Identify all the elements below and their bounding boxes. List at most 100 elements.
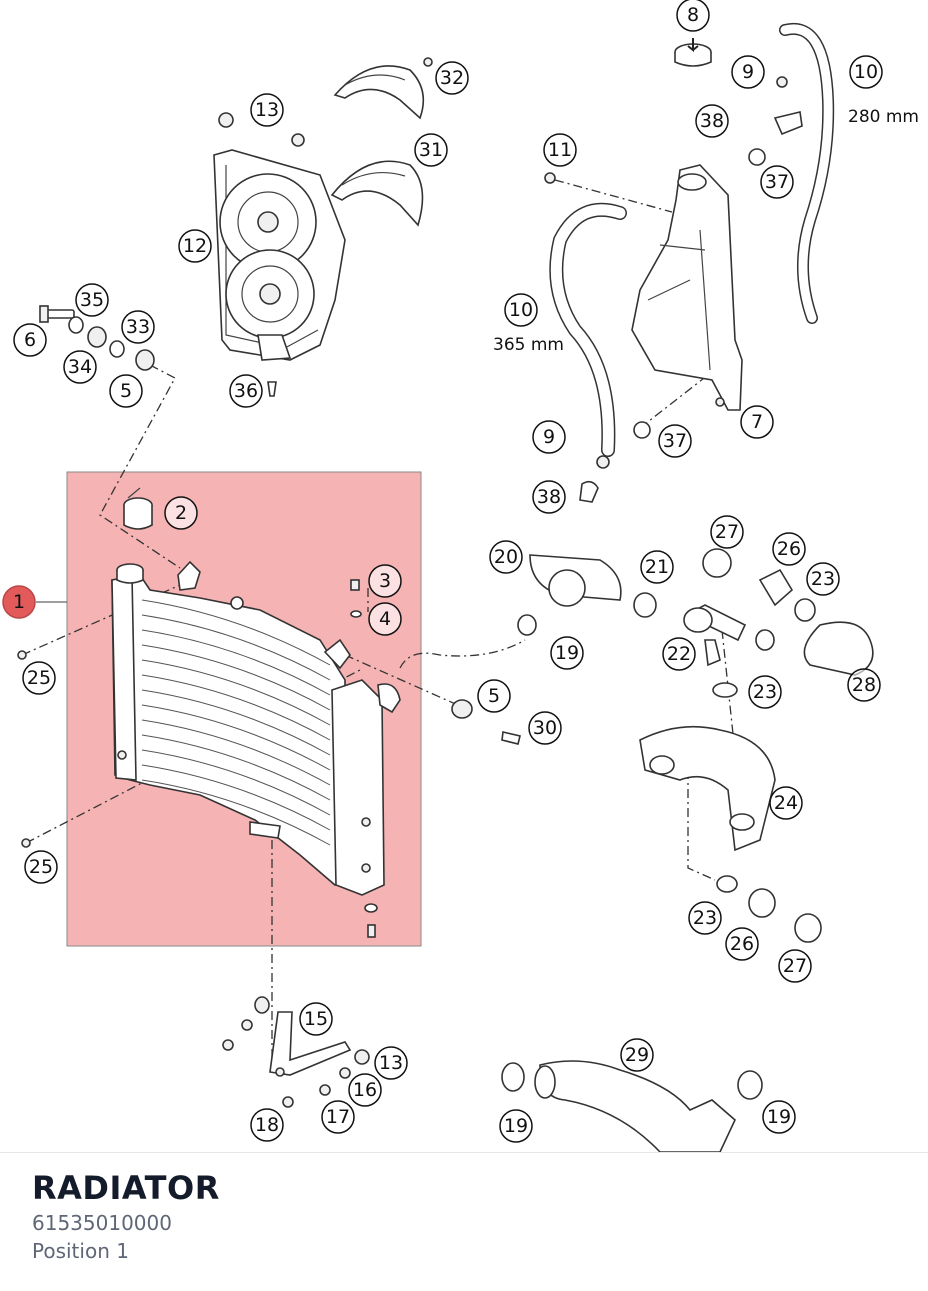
callout-9[interactable]: 9 bbox=[532, 420, 566, 454]
callout-circle bbox=[847, 668, 881, 702]
callout-13[interactable]: 13 bbox=[250, 93, 284, 127]
callout-25[interactable]: 25 bbox=[24, 850, 58, 884]
callout-15[interactable]: 15 bbox=[299, 1002, 333, 1036]
callout-7[interactable]: 7 bbox=[740, 405, 774, 439]
callout-30[interactable]: 30 bbox=[528, 711, 562, 745]
callout-19[interactable]: 19 bbox=[550, 636, 584, 670]
callout-24[interactable]: 24 bbox=[769, 786, 803, 820]
callout-37[interactable]: 37 bbox=[658, 424, 692, 458]
callout-circle bbox=[778, 949, 812, 983]
callout-number: 38 bbox=[700, 110, 724, 132]
callout-34[interactable]: 34 bbox=[63, 350, 97, 384]
callout-23[interactable]: 23 bbox=[688, 901, 722, 935]
callout-29[interactable]: 29 bbox=[620, 1038, 654, 1072]
callout-23[interactable]: 23 bbox=[806, 562, 840, 596]
fan-cover-bottom-part[interactable] bbox=[330, 160, 424, 227]
callout-22[interactable]: 22 bbox=[662, 637, 696, 671]
callout-37[interactable]: 37 bbox=[760, 165, 794, 199]
callout-26[interactable]: 26 bbox=[725, 927, 759, 961]
callout-number: 23 bbox=[753, 681, 777, 703]
callout-4[interactable]: 4 bbox=[368, 602, 402, 636]
callout-circle bbox=[499, 1109, 533, 1143]
callout-2[interactable]: 2 bbox=[164, 496, 198, 530]
callout-number: 11 bbox=[548, 139, 572, 161]
callout-10[interactable]: 10 bbox=[504, 293, 538, 327]
callout-27[interactable]: 27 bbox=[778, 949, 812, 983]
part-title: RADIATOR bbox=[32, 1169, 220, 1207]
callout-number: 37 bbox=[765, 171, 789, 193]
callout-26[interactable]: 26 bbox=[772, 532, 806, 566]
callout-circle bbox=[688, 901, 722, 935]
callout-circle bbox=[63, 350, 97, 384]
callout-38[interactable]: 38 bbox=[695, 104, 729, 138]
callout-circle bbox=[368, 602, 402, 636]
callout-9[interactable]: 9 bbox=[731, 55, 765, 89]
assembly-lines bbox=[21, 179, 741, 1070]
callout-number: 15 bbox=[304, 1008, 328, 1030]
callout-12[interactable]: 12 bbox=[178, 229, 212, 263]
callout-16[interactable]: 16 bbox=[348, 1073, 382, 1107]
fan-cover-top-part[interactable] bbox=[333, 65, 425, 120]
callout-number: 30 bbox=[533, 717, 557, 739]
callout-circle bbox=[229, 374, 263, 408]
callout-18[interactable]: 18 bbox=[250, 1108, 284, 1142]
callout-21[interactable]: 21 bbox=[640, 550, 674, 584]
part-info-footer: RADIATOR 61535010000 Position 1 bbox=[0, 1152, 928, 1291]
fan-shroud-part[interactable] bbox=[213, 149, 346, 361]
callout-20[interactable]: 20 bbox=[489, 540, 523, 574]
callout-28[interactable]: 28 bbox=[847, 668, 881, 702]
callout-17[interactable]: 17 bbox=[321, 1100, 355, 1134]
callout-35[interactable]: 35 bbox=[75, 283, 109, 317]
selected-position-marker[interactable]: 1 bbox=[2, 585, 36, 619]
callout-13[interactable]: 13 bbox=[374, 1046, 408, 1080]
tank-cap-part[interactable] bbox=[674, 38, 712, 67]
callout-number: 19 bbox=[767, 1106, 791, 1128]
lower-hose-part[interactable] bbox=[501, 1060, 763, 1152]
callout-circle bbox=[769, 786, 803, 820]
callout-circle bbox=[658, 424, 692, 458]
callout-36[interactable]: 36 bbox=[229, 374, 263, 408]
callout-27[interactable]: 27 bbox=[710, 515, 744, 549]
callout-8[interactable]: 8 bbox=[676, 0, 710, 32]
callout-6[interactable]: 6 bbox=[13, 323, 47, 357]
callout-circle bbox=[748, 675, 782, 709]
callout-19[interactable]: 19 bbox=[499, 1109, 533, 1143]
callout-circle bbox=[477, 679, 511, 713]
radiator-cap-part[interactable] bbox=[123, 487, 153, 530]
callout-5[interactable]: 5 bbox=[109, 374, 143, 408]
callout-32[interactable]: 32 bbox=[435, 61, 469, 95]
callout-33[interactable]: 33 bbox=[121, 310, 155, 344]
callout-25[interactable]: 25 bbox=[22, 661, 56, 695]
callout-5[interactable]: 5 bbox=[477, 679, 511, 713]
callout-number: 23 bbox=[693, 907, 717, 929]
callout-number: 4 bbox=[379, 608, 391, 630]
callout-number: 10 bbox=[854, 61, 878, 83]
small-fasteners bbox=[218, 57, 803, 503]
callout-circle bbox=[414, 133, 448, 167]
callout-10[interactable]: 10 bbox=[849, 55, 883, 89]
radiator-part[interactable] bbox=[111, 560, 401, 896]
callout-31[interactable]: 31 bbox=[414, 133, 448, 167]
part-number: 61535010000 bbox=[32, 1211, 172, 1235]
callout-circle bbox=[760, 165, 794, 199]
callout-38[interactable]: 38 bbox=[532, 480, 566, 514]
coolant-hose-set[interactable] bbox=[517, 548, 874, 943]
overflow-hoses[interactable] bbox=[549, 22, 835, 457]
callout-number: 36 bbox=[234, 380, 258, 402]
radiator-bracket-part[interactable] bbox=[222, 996, 370, 1108]
callout-circle bbox=[504, 293, 538, 327]
callout-circle bbox=[164, 496, 198, 530]
callout-number: 19 bbox=[504, 1115, 528, 1137]
callout-3[interactable]: 3 bbox=[368, 564, 402, 598]
callout-circle bbox=[731, 55, 765, 89]
callout-circle bbox=[250, 93, 284, 127]
callout-19[interactable]: 19 bbox=[762, 1100, 796, 1134]
callout-number: 34 bbox=[68, 356, 92, 378]
callout-circle bbox=[13, 323, 47, 357]
callout-number: 26 bbox=[730, 933, 754, 955]
callout-23[interactable]: 23 bbox=[748, 675, 782, 709]
callout-number: 16 bbox=[353, 1079, 377, 1101]
expansion-tank-part[interactable] bbox=[631, 164, 743, 411]
callout-circle bbox=[22, 661, 56, 695]
callout-11[interactable]: 11 bbox=[543, 133, 577, 167]
